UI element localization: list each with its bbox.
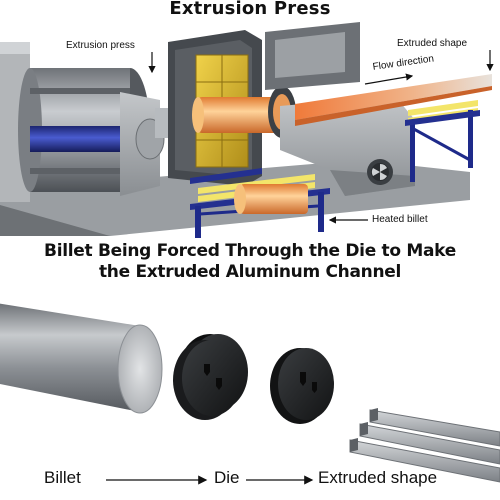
extrusion-press-label: Extrusion press [66, 40, 135, 51]
extruded-shape-bottom-label: Extruded shape [318, 468, 438, 487]
sequence-diagram [0, 303, 500, 485]
caption-line-2: the Extruded Aluminum Channel [98, 262, 402, 282]
press-diagram [0, 22, 494, 238]
extruded-shape-label: Extruded shape [397, 38, 468, 49]
page-title: Extrusion Press [169, 0, 331, 19]
extruded-shape-profile [295, 74, 492, 120]
die-back [270, 348, 334, 424]
die-label: Die [214, 468, 240, 487]
die-front [173, 334, 248, 420]
extruded-channels [349, 408, 500, 483]
flow-direction-arrow [364, 73, 414, 85]
billet-label: Billet [44, 468, 81, 487]
heated-billet [234, 184, 308, 214]
extrusion-press-illustration: Extrusion Press Extrusion press Extruded… [0, 0, 500, 238]
billet-rod [0, 303, 163, 414]
heated-billet-label: Heated billet [372, 214, 428, 225]
caption-line-1: Billet Being Forced Through the Die to M… [44, 241, 456, 261]
billet-die-shape-photo: Billet Die Extruded shape [0, 282, 500, 500]
output-rack [405, 100, 480, 182]
billet-in-container [198, 97, 278, 133]
